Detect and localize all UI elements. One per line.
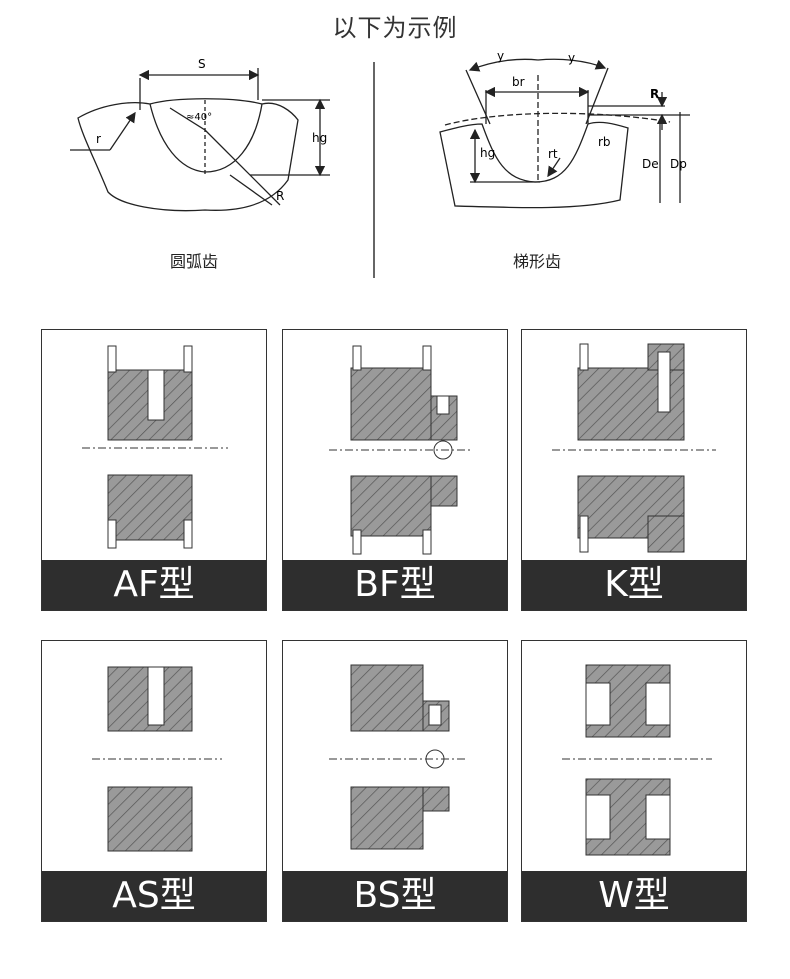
as-type-label: AS型: [42, 871, 266, 921]
bf-pulley-drawing: [329, 345, 473, 555]
bs-pulley-drawing: [329, 664, 467, 850]
trap-label-y-right: y: [568, 51, 575, 65]
type-card-af: AF型: [41, 329, 267, 611]
trap-label-br: br: [512, 75, 525, 89]
trap-label-rt: rt: [548, 147, 558, 161]
trap-label-hg: hg: [480, 146, 495, 160]
w-type-label: W型: [522, 871, 746, 921]
trap-label-dp: Dp: [670, 157, 687, 171]
arc-label-r-big: R: [276, 189, 284, 203]
trap-label-y-left: y: [497, 49, 504, 63]
trapezoid-profile-caption: 梯形齿: [512, 252, 561, 271]
type-card-as: AS型: [41, 640, 267, 922]
arc-label-angle: ≈40°: [186, 112, 212, 123]
tooth-profile-diagrams: S ≈40° r hg R y y br R hg rt rb De Dp: [70, 49, 690, 278]
arc-label-s: S: [198, 57, 206, 71]
arc-label-r-small: r: [96, 132, 101, 146]
k-pulley-drawing: [552, 343, 716, 553]
page-title: 以下为示例: [332, 14, 458, 42]
arc-label-hg: hg: [312, 131, 327, 145]
type-card-k: K型: [521, 329, 747, 611]
arc-profile-caption: 圆弧齿: [169, 252, 218, 271]
af-type-label: AF型: [42, 560, 266, 610]
w-pulley-drawing: [562, 664, 712, 856]
trap-label-de: De: [642, 157, 659, 171]
k-type-label: K型: [522, 560, 746, 610]
trap-label-r: R: [650, 87, 659, 101]
trap-label-rb: rb: [598, 135, 611, 149]
trapezoid-tooth-profile: [439, 58, 690, 209]
bf-type-label: BF型: [283, 560, 507, 610]
type-card-bf: BF型: [282, 329, 508, 611]
af-pulley-drawing: [82, 345, 228, 549]
as-pulley-drawing: [92, 666, 222, 852]
bs-type-label: BS型: [283, 871, 507, 921]
arc-tooth-profile: [70, 68, 330, 212]
type-card-bs: BS型: [282, 640, 508, 922]
type-card-w: W型: [521, 640, 747, 922]
